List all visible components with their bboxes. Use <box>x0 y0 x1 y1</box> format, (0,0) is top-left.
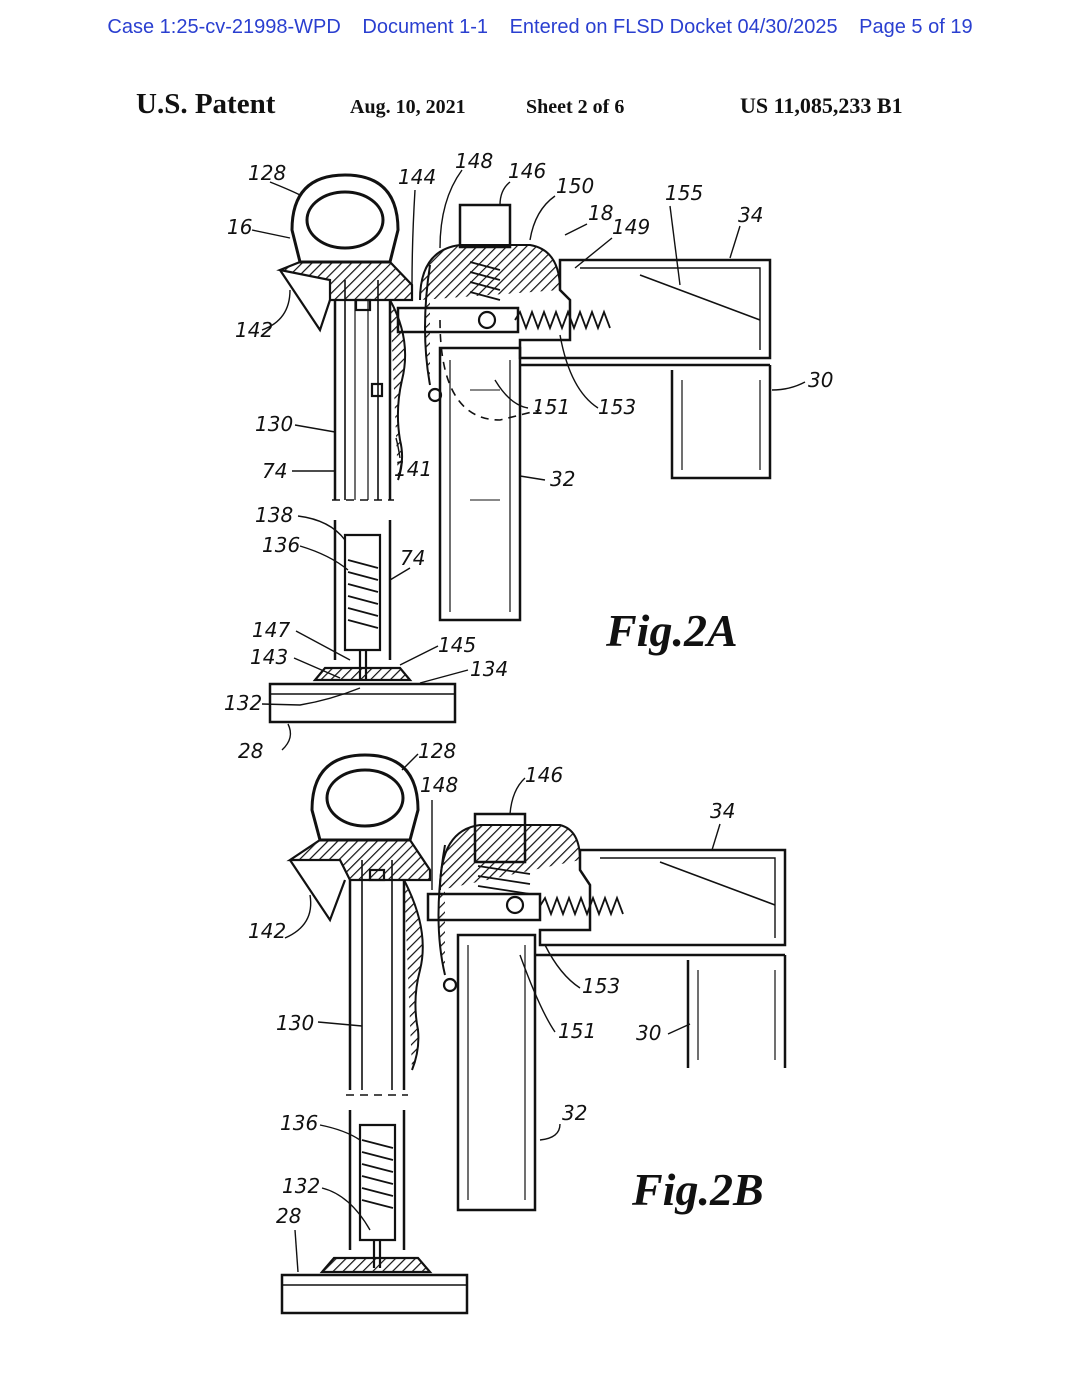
docket-entry: Entered on FLSD Docket 04/30/2025 <box>509 16 838 38</box>
ref-label: 16 <box>227 215 252 239</box>
ref-label: 128 <box>248 161 286 185</box>
ref-label: 142 <box>248 919 286 943</box>
ref-label: 32 <box>550 467 575 491</box>
patent-date: Aug. 10, 2021 <box>350 96 466 118</box>
patent-number: US 11,085,233 B1 <box>740 93 903 118</box>
ref-label: 28 <box>276 1204 301 1228</box>
ref-label: 74 <box>262 459 287 483</box>
ref-label: 145 <box>438 633 476 657</box>
figure-2a-callouts: 128 144 148 146 150 18 149 155 34 16 142… <box>224 149 833 763</box>
figure-2b-callouts: 128 148 146 34 142 153 130 151 30 136 32… <box>248 739 735 1228</box>
figure-label-2b: Fig.2B <box>632 1164 764 1215</box>
ref-label: 151 <box>558 1019 596 1043</box>
ref-label: 34 <box>710 799 735 823</box>
ref-label: 134 <box>470 657 508 681</box>
ref-label: 32 <box>562 1101 587 1125</box>
figure-2a-leaders <box>251 169 806 751</box>
document-number: Document 1-1 <box>362 16 489 38</box>
figure-2b-drawing <box>280 753 787 1315</box>
patent-title: U.S. Patent <box>136 88 276 120</box>
ref-label: 148 <box>455 149 493 173</box>
ref-label: 144 <box>398 165 436 189</box>
ref-label: 138 <box>255 503 293 527</box>
page-number: Page 5 of 19 <box>859 16 973 38</box>
ref-label: 146 <box>525 763 563 787</box>
ref-label: 142 <box>235 318 273 342</box>
figure-2b-leaders <box>284 753 721 1273</box>
ref-label: 148 <box>420 773 458 797</box>
ref-label: 146 <box>508 159 546 183</box>
ref-label: 136 <box>262 533 300 557</box>
ref-label: 28 <box>238 739 263 763</box>
ref-label: 149 <box>612 215 650 239</box>
ref-label: 34 <box>738 203 763 227</box>
ref-label: 153 <box>582 974 620 998</box>
patent-sheet: Sheet 2 of 6 <box>526 96 625 118</box>
ref-label: 130 <box>255 412 293 436</box>
case-number: Case 1:25-cv-21998-WPD <box>107 16 341 38</box>
ref-label: 141 <box>394 457 432 481</box>
ref-label: 30 <box>808 368 833 392</box>
ref-label: 153 <box>598 395 636 419</box>
court-filing-header: Case 1:25-cv-21998-WPD Document 1-1 Ente… <box>0 16 1080 39</box>
ref-label: 155 <box>665 181 703 205</box>
ref-label: 128 <box>418 739 456 763</box>
figure-label-2a: Fig.2A <box>606 605 738 656</box>
ref-label: 143 <box>250 645 288 669</box>
ref-label: 130 <box>276 1011 314 1035</box>
ref-label: 74 <box>400 546 425 570</box>
ref-label: 30 <box>636 1021 661 1045</box>
ref-label: 147 <box>252 618 290 642</box>
ref-label: 132 <box>282 1174 320 1198</box>
ref-label: 132 <box>224 691 262 715</box>
ref-label: 150 <box>556 174 594 198</box>
ref-label: 18 <box>588 201 613 225</box>
ref-label: 136 <box>280 1111 318 1135</box>
ref-label: 151 <box>532 395 570 419</box>
